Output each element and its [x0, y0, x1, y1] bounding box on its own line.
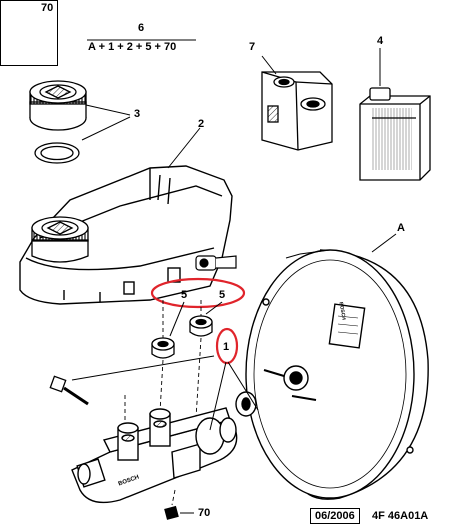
bolt-illustration [49, 375, 89, 406]
master-cyl-highlight-ring [215, 327, 239, 365]
leader-bolt [71, 355, 215, 381]
seal-ring-illustration [34, 142, 80, 164]
reservoir-cap-illustration [31, 216, 89, 263]
seal-kit-illustration [261, 71, 333, 151]
level-sensor-illustration [195, 255, 237, 271]
callout-2: 2 [198, 118, 205, 130]
grommet-highlight-ring [150, 277, 246, 309]
brake-booster-illustration [245, 249, 429, 500]
leader-3b [81, 116, 131, 141]
footer-date: 06/2006 [310, 508, 360, 524]
master-cylinder-illustration [71, 391, 257, 504]
callout-5-left: 5 [181, 289, 188, 301]
small-nut-illustration [164, 505, 179, 520]
callout-3: 3 [134, 108, 141, 120]
footer-code: 4F 46A01A [372, 510, 429, 522]
leader-A [371, 233, 397, 253]
cap-illustration [29, 80, 87, 131]
callout-1: 1 [223, 341, 230, 353]
callout-4: 4 [377, 35, 384, 47]
leader-1b [227, 361, 259, 411]
nut-reference-box [0, 0, 58, 66]
callout-A: A [397, 222, 405, 234]
callout-70-bottom: 70 [198, 507, 211, 519]
callout-5-right: 5 [219, 289, 226, 301]
callout-7: 7 [249, 41, 256, 53]
leader-2 [167, 127, 201, 169]
leader-7 [261, 55, 277, 75]
grommets-illustration [151, 315, 213, 359]
leader-5b [205, 301, 223, 315]
box-ref-label: 70 [41, 2, 54, 14]
leader-5a [169, 301, 185, 337]
fluid-can-illustration [359, 87, 431, 181]
formula-label: A + 1 + 2 + 5 + 70 [88, 41, 177, 53]
leader-3 [85, 104, 131, 116]
reservoir-illustration [19, 165, 233, 305]
formula-number-label: 6 [138, 22, 145, 34]
leader-1a [209, 361, 227, 431]
